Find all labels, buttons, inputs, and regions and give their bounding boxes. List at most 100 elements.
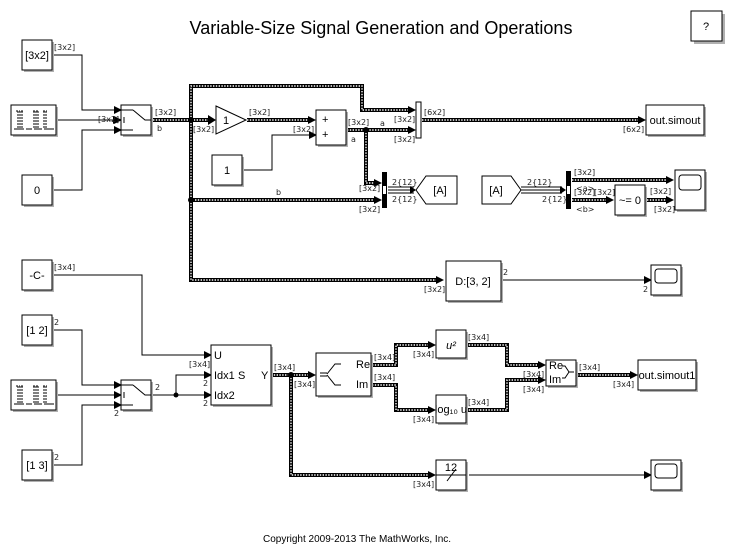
svg-text:[3x2]: [3x2] <box>249 108 270 117</box>
copyright-text: Copyright 2009-2013 The MathWorks, Inc. <box>263 534 451 545</box>
junction <box>188 197 194 203</box>
reshape-block[interactable]: 12 <box>435 459 468 492</box>
svg-text:[3x4]: [3x4] <box>413 480 434 489</box>
svg-text:1: 1 <box>224 165 230 177</box>
svg-text:[3x4]: [3x4] <box>274 363 295 372</box>
constant-C-block[interactable]: -C- <box>21 259 54 292</box>
wire <box>52 274 212 359</box>
svg-text:2: 2 <box>114 409 119 418</box>
svg-text:[3x2]: [3x2] <box>25 50 49 62</box>
scope-block-3[interactable] <box>650 459 683 492</box>
svg-text:+: + <box>322 129 328 141</box>
svg-text:+: + <box>322 114 328 126</box>
svg-text:2{12}: 2{12} <box>542 195 567 204</box>
multiport-switch-block-2[interactable] <box>120 379 153 412</box>
svg-text:[3x4]: [3x4] <box>54 263 75 272</box>
pulse-generator-block-2[interactable] <box>10 379 58 412</box>
diagram-title: Variable-Size Signal Generation and Oper… <box>190 18 573 38</box>
svg-text:b: b <box>157 124 162 133</box>
svg-text:[3x2]: [3x2] <box>359 205 380 214</box>
wire <box>242 131 317 171</box>
wire <box>52 329 122 389</box>
scope-block-2[interactable] <box>650 264 683 297</box>
svg-text:[3x4]: [3x4] <box>613 380 634 389</box>
svg-text:[A]: [A] <box>433 185 446 197</box>
scope-icon <box>678 174 702 191</box>
svg-text:Re: Re <box>549 360 563 372</box>
wire <box>175 371 212 395</box>
width-block[interactable]: D:[3, 2] <box>445 260 503 303</box>
out-simout1-block[interactable]: out.simout1 <box>637 359 698 392</box>
bus-creator-block[interactable] <box>382 172 387 208</box>
pulse-icon <box>14 385 54 405</box>
scope-icon <box>654 463 678 479</box>
svg-text:[3x2]: [3x2] <box>359 184 380 193</box>
bus-wire <box>388 186 566 194</box>
svg-text:Im: Im <box>356 379 368 391</box>
svg-text:2: 2 <box>203 399 208 408</box>
constant-3x2-block[interactable]: [3x2] <box>21 39 54 72</box>
svg-text:[3x2]: [3x2] <box>98 115 119 124</box>
scope-icon <box>654 268 678 284</box>
svg-text:[3x4]: [3x4] <box>189 360 210 369</box>
junction <box>188 117 194 123</box>
out-simout-block[interactable]: out.simout <box>645 104 706 137</box>
svg-text:[A]: [A] <box>489 185 502 197</box>
svg-text:log₁₀ u: log₁₀ u <box>435 404 467 416</box>
constant-1-block[interactable]: 1 <box>211 154 244 187</box>
svg-text:out.simout: out.simout <box>650 115 701 127</box>
wire <box>52 54 122 114</box>
pulse-icon <box>14 110 54 130</box>
svg-text:2: 2 <box>54 453 59 462</box>
gain-block[interactable]: 1 <box>215 105 248 135</box>
svg-text:Idx1: Idx1 <box>214 370 235 382</box>
merge-icon <box>562 365 574 379</box>
svg-text:-C-: -C- <box>29 270 45 282</box>
bus-selector-block[interactable] <box>566 171 571 209</box>
math-square-block[interactable]: u² <box>435 329 468 360</box>
svg-text:?: ? <box>703 21 709 33</box>
complex-to-real-imag-block[interactable]: Re Im <box>315 352 373 398</box>
from-A-block[interactable]: [A] <box>481 175 522 205</box>
help-button[interactable]: ? <box>690 10 725 44</box>
multiport-switch-block[interactable] <box>120 104 153 137</box>
sum-block[interactable]: + + <box>315 109 348 147</box>
signal-labels-top: [3x2] [3x2] [3x2] b [3x2] [3x2] [3x2] [3… <box>54 43 675 294</box>
svg-text:Y: Y <box>261 370 269 382</box>
svg-text:S: S <box>238 370 245 382</box>
svg-text:2: 2 <box>155 383 160 392</box>
svg-text:[3x2]: [3x2] <box>424 285 445 294</box>
svg-text:[6x2]: [6x2] <box>424 108 445 117</box>
svg-text:[3x4]: [3x4] <box>523 370 544 379</box>
wire <box>52 401 122 466</box>
svg-text:U: U <box>214 350 222 362</box>
svg-text:Im: Im <box>549 374 561 386</box>
svg-text:D:[3, 2]: D:[3, 2] <box>455 276 490 288</box>
svg-text:b: b <box>276 188 281 197</box>
svg-text:12: 12 <box>445 462 457 474</box>
svg-text:0: 0 <box>34 185 40 197</box>
constant-12-block[interactable]: [1 2] <box>21 314 54 347</box>
svg-text:[3x2]: [3x2] <box>654 205 675 214</box>
math-log10-block[interactable]: log₁₀ u <box>435 394 468 425</box>
svg-text:[3x4]: [3x4] <box>374 353 395 362</box>
selector-block[interactable]: U Idx1 S Idx2 Y <box>210 344 273 407</box>
split-icon <box>320 363 341 386</box>
concatenate-block[interactable] <box>415 101 422 139</box>
svg-text:[1 2]: [1 2] <box>26 325 47 337</box>
constant-0-block[interactable]: 0 <box>21 174 54 207</box>
svg-text:~= 0: ~= 0 <box>619 195 641 207</box>
real-imag-to-complex-block[interactable]: Re Im <box>545 359 578 388</box>
compare-to-zero-block[interactable]: ~= 0 <box>614 184 647 217</box>
constant-13-block[interactable]: [1 3] <box>21 449 54 482</box>
svg-text:[3x2]: [3x2] <box>155 108 176 117</box>
svg-text:2{12}: 2{12} <box>527 178 552 187</box>
svg-text:[3x2]: [3x2] <box>650 187 671 196</box>
svg-text:u²: u² <box>446 340 456 352</box>
scope-block-1[interactable] <box>674 169 707 212</box>
goto-A-block[interactable]: [A] <box>415 175 458 205</box>
pulse-generator-block[interactable] <box>10 104 58 137</box>
svg-text:1: 1 <box>223 115 229 127</box>
svg-text:a: a <box>380 119 385 128</box>
